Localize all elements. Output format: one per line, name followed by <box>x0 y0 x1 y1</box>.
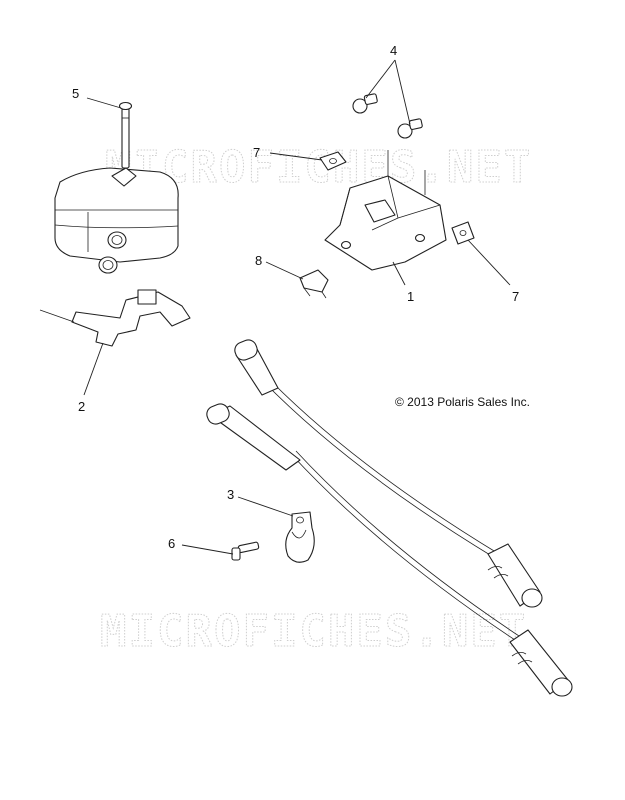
callout-7-right: 7 <box>512 289 519 304</box>
bolt-part-4b <box>397 118 423 139</box>
callout-1: 1 <box>407 289 414 304</box>
clip-nut-part-7-left <box>319 151 347 171</box>
callout-3: 3 <box>227 487 234 502</box>
mounting-bracket-part-1 <box>324 150 447 271</box>
bolt-part-6 <box>231 541 260 561</box>
clip-part-8 <box>299 269 329 299</box>
callout-8: 8 <box>255 253 262 268</box>
callout-2: 2 <box>78 399 85 414</box>
sensor-cable-upper <box>234 339 543 608</box>
p-clamp-part-3 <box>285 511 315 563</box>
screw-part-5 <box>118 101 133 169</box>
clip-nut-part-7-right <box>451 221 475 245</box>
callout-7-left: 7 <box>253 145 260 160</box>
callout-6: 6 <box>168 536 175 551</box>
leader-lines <box>83 59 511 555</box>
bolt-part-4a <box>352 93 378 114</box>
watermark-bottom: MICROFICHES.NET <box>100 606 527 657</box>
callout-4: 4 <box>390 43 397 58</box>
sensor-cable-lower <box>206 403 573 697</box>
callout-5: 5 <box>72 86 79 101</box>
copyright-text: © 2013 Polaris Sales Inc. <box>395 395 530 409</box>
bracket-part-2 <box>39 289 191 347</box>
electronic-module <box>54 167 179 274</box>
